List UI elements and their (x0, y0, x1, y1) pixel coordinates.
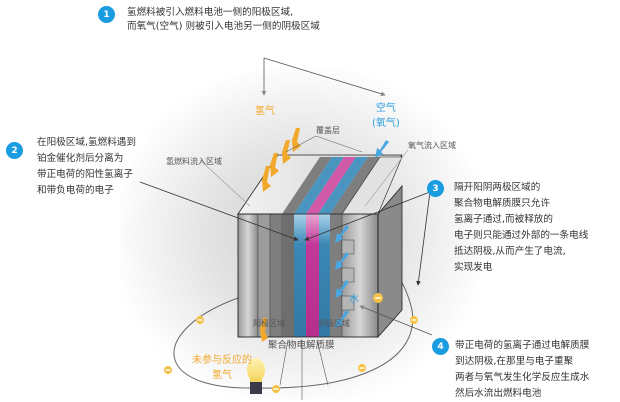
step-1-text: 氢燃料被引入燃料电池一侧的阳极区域, 而氧气(空气) 则被引入电池另一侧的阴极区… (127, 7, 320, 32)
hydrogen-flow-arrows (260, 128, 301, 342)
step-4-text: 带正电荷的氢离子通过电解质膜 到达阴极,在那里与电子重聚 两者与氧气发生化学反应… (455, 340, 590, 399)
anode-gas-layer (282, 214, 294, 337)
electrolyte-membrane (306, 214, 319, 337)
cover-layer-label: 覆盖层 (316, 126, 340, 135)
pointer-o2-inflow (364, 149, 409, 207)
pointer-step4 (359, 305, 433, 336)
step-2-text: 在阳极区域,氢燃料遇到 铂金催化剂后分离为 带正电荷的阳性氢离子 和带负电荷的电… (37, 137, 136, 196)
pointer-step3-circuit (416, 191, 431, 286)
hydrogen-inflow-label: 氢燃料流入区域 (166, 157, 222, 166)
electron-markers (164, 293, 418, 393)
oxygen-flow-arrows (335, 140, 389, 328)
step-1-badge: 1 (98, 6, 115, 23)
cathode-electrode (319, 214, 330, 337)
anode-label: 阳极区域 (253, 319, 285, 328)
membrane-label: 聚合物电解质膜 (268, 340, 335, 351)
pointer-cathode (316, 339, 329, 386)
circuit-wire (173, 259, 414, 389)
cathode-label: 阴极区域 (318, 319, 350, 328)
step-3-text: 隔开阳阴两极区域的 聚合物电解质膜只允许 氢离子通过,而被释放的 电子则只能通过… (454, 182, 589, 273)
step-4-badge: 4 (432, 338, 449, 355)
cathode-gas-layer (330, 214, 342, 337)
pointer-h2-inflow (199, 159, 251, 207)
pointer-step1-air (263, 57, 386, 97)
step-3-badge: 3 (427, 180, 444, 197)
pointer-cover-b (315, 135, 363, 153)
pointer-step3 (304, 191, 431, 241)
step-2: 2 在阳极区域,氢燃料遇到 铂金催化剂后分离为 带正电荷的阳性氢离子 和带负电荷… (6, 137, 136, 199)
hydrogen-label: 氢气 (255, 106, 275, 117)
step-1: 1 氢燃料被引入燃料电池一侧的阳极区域, 而氧气(空气) 则被引入电池另一侧的阴… (98, 6, 320, 34)
step-2-badge: 2 (6, 142, 23, 159)
step-4: 4 带正电荷的氢离子通过电解质膜 到达阴极,在那里与电子重聚 两者与氧气发生化学… (432, 338, 589, 402)
pointer-cover-a (285, 135, 317, 153)
anode-electrode (294, 214, 306, 337)
air-label: 空气 (氧气) (372, 103, 400, 129)
pointer-anode (279, 339, 289, 386)
pointer-step2 (139, 181, 299, 241)
water-label: 水 (349, 294, 359, 305)
light-bulb-icon (247, 358, 265, 394)
step-3: 3 隔开阳阴两极区域的 聚合物电解质膜只允许 氢离子通过,而被释放的 电子则只能… (427, 180, 588, 276)
unreacted-hydrogen-label: 未参与反应的 氢气 (192, 355, 252, 381)
oxygen-inflow-label: 氧气流入区域 (408, 141, 456, 150)
